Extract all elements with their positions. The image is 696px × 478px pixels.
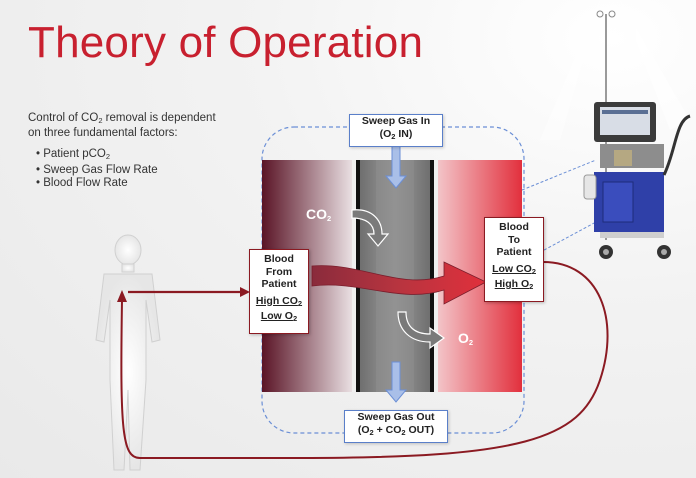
sweep-gas-out-box: Sweep Gas Out (O2 + CO2 OUT) (344, 410, 448, 443)
blood-from-low-o2: Low O2 (260, 310, 298, 323)
blood-flow-arrow (311, 261, 487, 305)
return-line (120, 261, 609, 459)
sweep-gas-in-box: Sweep Gas In (O2 IN) (349, 114, 443, 147)
o2-label: O2 (458, 330, 474, 347)
factor-item: Sweep Gas Flow Rate (36, 164, 157, 178)
blood-to-patient-box: Blood To Patient Low CO2 High O2 (484, 217, 544, 302)
sweep-in-arrow (384, 145, 408, 189)
patient-silhouette (95, 234, 161, 471)
blood-to-low-co2: Low CO2 (492, 262, 536, 276)
blood-from-patient-box: Blood From Patient High CO2 Low O2 (249, 249, 309, 334)
dashed-link-bottom (521, 221, 597, 263)
page-title: Theory of Operation (28, 18, 424, 67)
ecmo-machine (583, 10, 691, 259)
o2-transfer-arrow (397, 311, 446, 350)
co2-transfer-arrow (351, 209, 390, 247)
light-rays (540, 0, 690, 140)
co2-label: CO2 (306, 206, 332, 223)
sweep-out-arrow (384, 361, 408, 403)
blood-to-high-o2: High O2 (494, 278, 534, 291)
factor-list: Patient pCO2 Sweep Gas Flow Rate Blood F… (36, 148, 158, 191)
factor-item: Patient pCO2 (36, 148, 158, 164)
dashed-link-top (521, 159, 597, 191)
factor-item: Blood Flow Rate (36, 177, 158, 191)
intro-text: Control of CO2 removal is dependent on t… (28, 112, 216, 139)
blood-from-high-co2: High CO2 (255, 294, 303, 308)
